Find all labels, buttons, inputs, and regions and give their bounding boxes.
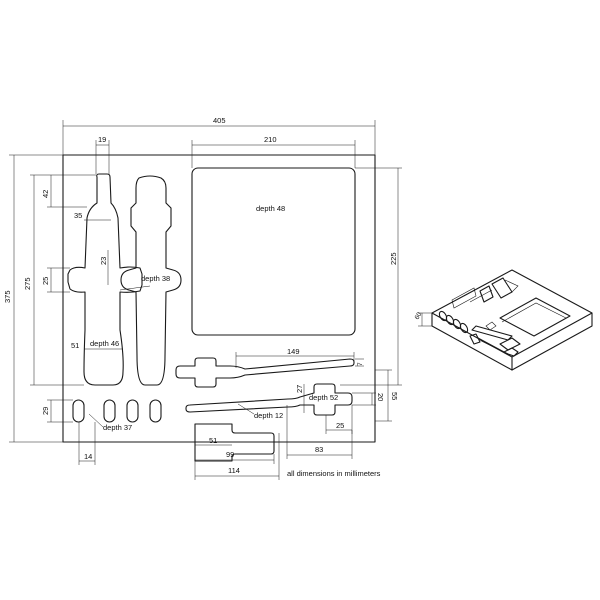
label-depth-37: depth 37 xyxy=(103,423,132,432)
oval-slot-1 xyxy=(72,399,85,423)
dim-14: 14 xyxy=(84,452,92,461)
dim-top-210: 210 xyxy=(264,135,277,144)
stepped-pocket-bottom xyxy=(194,423,275,462)
label-depth-48: depth 48 xyxy=(256,204,285,213)
dim-7: 7 xyxy=(357,362,364,366)
handle-pocket-middle xyxy=(120,175,182,386)
oval-slot-3 xyxy=(126,399,139,423)
dim-25-right: 25 xyxy=(336,421,344,430)
dim-51-left: 51 xyxy=(71,341,79,350)
dim-inner-height: 275 xyxy=(23,277,32,290)
dim-23: 23 xyxy=(99,257,108,265)
dim-99: 99 xyxy=(226,450,234,459)
dim-42: 42 xyxy=(41,190,50,198)
foam-insert-outline xyxy=(62,154,376,443)
label-depth-52: depth 52 xyxy=(309,393,338,402)
dim-29: 29 xyxy=(41,407,50,415)
dim-149: 149 xyxy=(287,347,300,356)
dim-overall-height: 375 xyxy=(3,290,12,303)
dim-25-left: 25 xyxy=(41,277,50,285)
cross-pocket-lower xyxy=(185,383,353,416)
dim-51-bottom: 51 xyxy=(209,436,217,445)
dim-27: 27 xyxy=(295,385,304,393)
label-depth-46: depth 46 xyxy=(90,339,119,348)
oval-slot-2 xyxy=(103,399,116,423)
dim-20: 20 xyxy=(376,393,385,401)
label-depth-38: depth 38 xyxy=(141,274,170,283)
handle-pocket-left xyxy=(67,173,143,386)
oval-slot-4 xyxy=(149,399,162,423)
label-depth-12: depth 12 xyxy=(254,411,283,420)
units-note: all dimensions in millimeters xyxy=(287,469,381,478)
dim-35: 35 xyxy=(74,211,82,220)
dim-iso-60: 60 xyxy=(414,311,424,321)
dim-55: 55 xyxy=(390,392,399,400)
dim-overall-width: 405 xyxy=(213,116,226,125)
dim-19: 19 xyxy=(98,135,106,144)
dim-225: 225 xyxy=(389,252,398,265)
cross-pocket-upper xyxy=(175,357,355,388)
large-square-pocket xyxy=(191,167,356,336)
dim-114: 114 xyxy=(228,466,240,475)
isometric-view: 60 xyxy=(414,269,593,371)
dim-83: 83 xyxy=(315,445,323,454)
